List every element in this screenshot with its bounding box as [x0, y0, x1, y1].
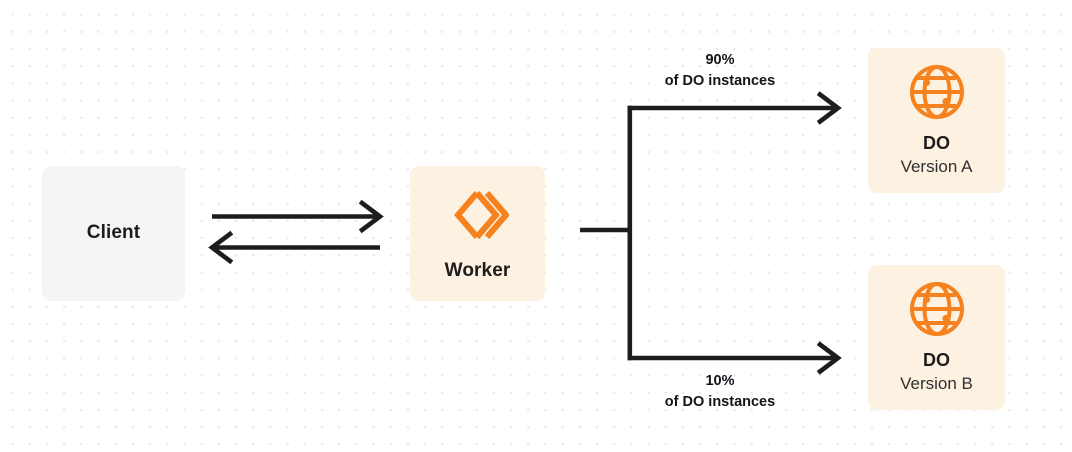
arrow-worker-to-do-b: [627, 341, 842, 375]
edge-label-do-b: 10% of DO instances: [630, 371, 810, 413]
node-do-a-label: DO: [923, 132, 950, 153]
edge-label-do-b-percent: 10%: [705, 373, 735, 389]
node-do-a-sublabel: Version A: [900, 157, 973, 177]
globe-icon: [908, 63, 966, 121]
arrow-worker-to-client: [208, 230, 380, 265]
workers-logo-icon: [447, 184, 510, 246]
edge-label-do-b-description: of DO instances: [664, 394, 776, 411]
edge-label-do-a: 90% of DO instances: [630, 50, 810, 92]
edge-label-do-a-description: of DO instances: [664, 73, 776, 90]
node-worker[interactable]: Worker: [410, 166, 545, 301]
node-do-b-sublabel: Version B: [900, 374, 973, 394]
node-client-label: Client: [86, 222, 141, 244]
node-worker-label: Worker: [444, 260, 511, 282]
arrow-worker-to-do-a: [627, 91, 842, 125]
node-do-version-b[interactable]: DO Version B: [868, 265, 1005, 410]
edge-label-do-a-percent: 90%: [705, 52, 735, 68]
globe-icon: [908, 280, 966, 338]
node-do-version-a[interactable]: DO Version A: [868, 48, 1005, 193]
node-do-b-label: DO: [923, 349, 950, 370]
node-client[interactable]: Client: [42, 166, 185, 301]
arrow-client-to-worker: [212, 199, 384, 234]
